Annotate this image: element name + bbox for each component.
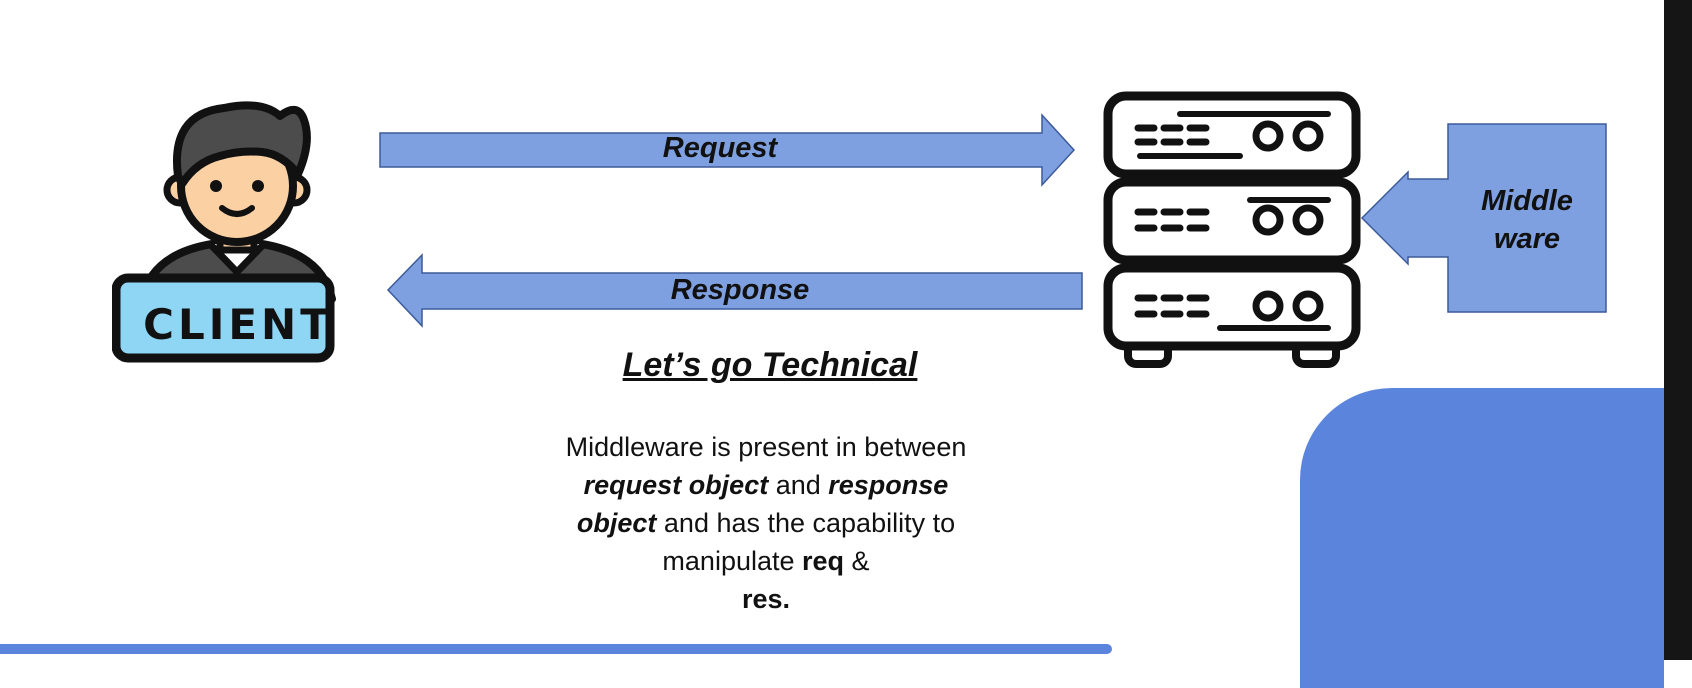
arrows-layer [379,113,1607,328]
response-arrow [386,253,1083,328]
desc-request-object: request object [583,470,769,500]
middleware-label: Middle ware [1448,182,1606,258]
desc-part4: & [844,546,870,576]
request-label: Request [662,132,778,164]
middleware-label-line2: ware [1493,223,1561,255]
client-person-icon [112,101,336,363]
desc-response-object: response object [576,470,949,538]
progress-bar [0,644,1112,654]
response-label: Response [670,274,810,306]
section-heading: Let’s go Technical [622,346,918,384]
desc-part3: and has the capability to manipulate [656,508,956,576]
decorative-corner-shape [1300,388,1664,688]
request-arrow [379,113,1076,187]
description-text: Middleware is present in between request… [546,428,986,618]
desc-res: res. [741,584,791,614]
desc-req: req [802,546,845,576]
server-rack-icon [1103,91,1361,368]
client-label: CLIENT [143,300,333,349]
desc-part2: and [768,470,829,500]
frame-edge [1664,0,1692,660]
middleware-label-line1: Middle [1481,185,1573,217]
middleware-box [1360,123,1607,313]
desc-part1: Middleware is present in between [565,432,967,462]
